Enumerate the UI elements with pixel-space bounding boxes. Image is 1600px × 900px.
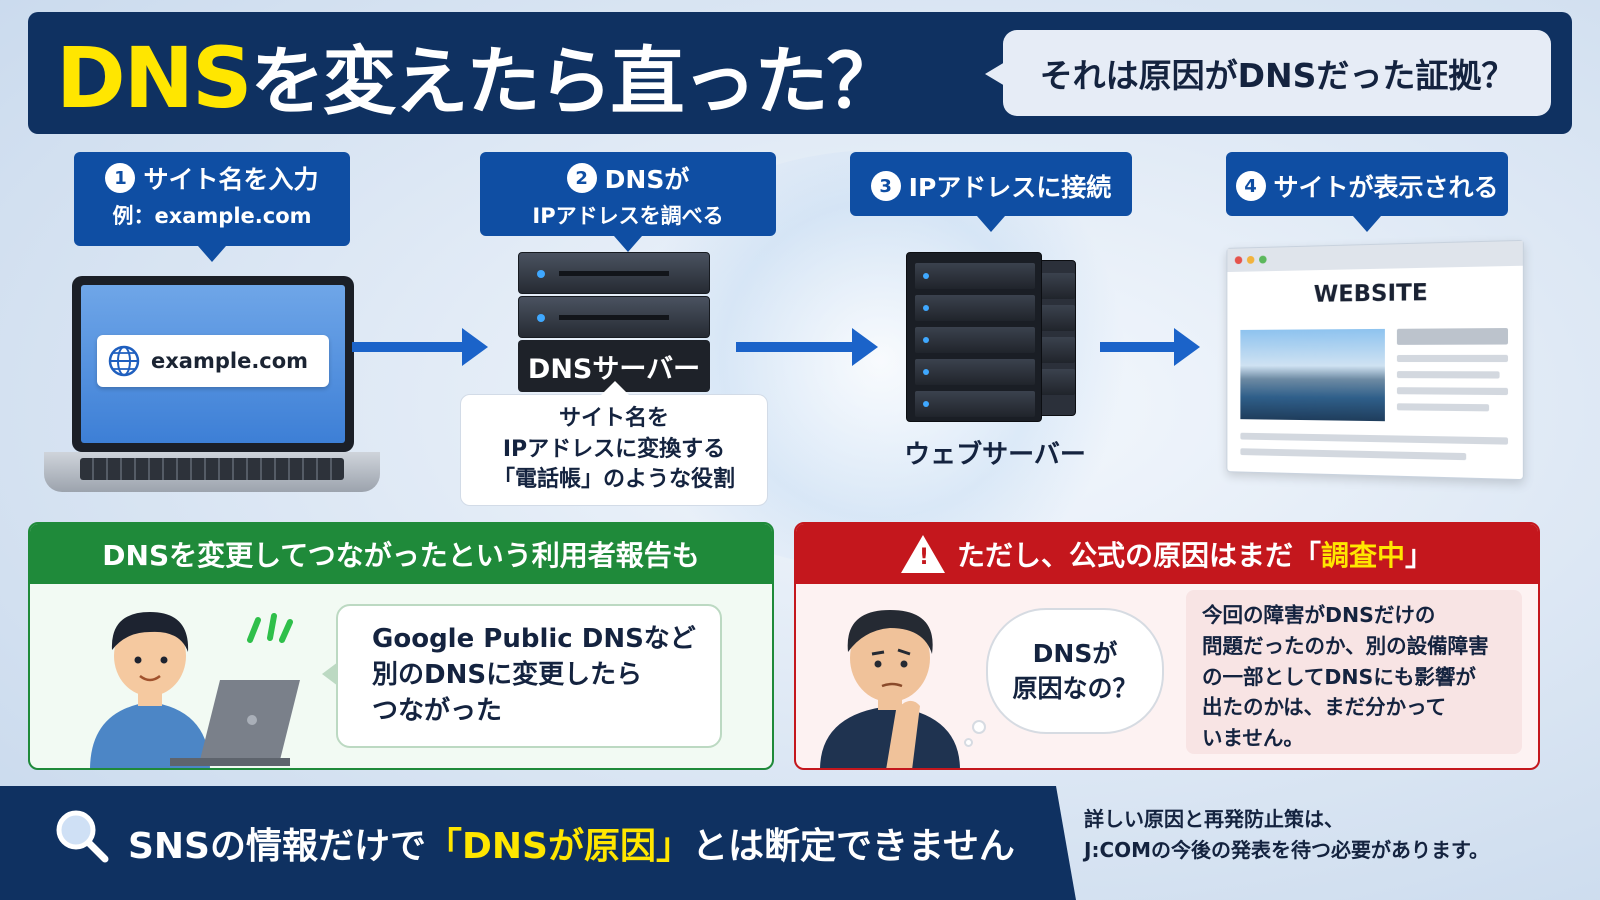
laptop-screen: example.com [72, 276, 354, 452]
user-report-line: つながった [372, 694, 720, 730]
web-server-illustration [906, 252, 1082, 422]
server-unit [518, 296, 710, 338]
investigation-note-line: 出たのかは、まだ分かって [1202, 692, 1506, 723]
step-4-label: 4 サイトが表示される [1226, 152, 1508, 216]
step-3-number: 3 [871, 171, 901, 201]
thought-line: 原因なの？ [1012, 671, 1137, 706]
footer-highlight: 「DNSが原因」 [426, 826, 692, 867]
website-text-line [1397, 403, 1489, 411]
user-report-panel: DNSを変更してつながったという利用者報告も Google Public DNS… [28, 522, 774, 770]
page-title: DNS を変えたら直った？ [56, 22, 899, 122]
laptop-illustration: example.com [44, 276, 380, 496]
browser-bar [1227, 241, 1522, 272]
step-3-label: 3 IPアドレスに接続 [850, 152, 1132, 216]
website-title: WEBSITE [1227, 278, 1522, 309]
step-1-title: サイト名を入力 [143, 160, 318, 196]
investigation-note-line: 問題だったのか、別の設備障害 [1202, 631, 1506, 662]
web-server-label: ウェブサーバー [880, 434, 1110, 471]
globe-icon [107, 344, 141, 378]
heading-suffix: 」 [1405, 539, 1433, 572]
website-text-line [1397, 328, 1508, 345]
laptop-keyboard [80, 458, 344, 480]
warning-icon: ! [901, 535, 945, 573]
website-text-line [1240, 448, 1466, 460]
website-text-line [1240, 433, 1508, 445]
subtitle-bubble: それは原因がDNSだった証拠？ [1003, 30, 1551, 116]
user-report-bubble: Google Public DNSなど 別のDNSに変更したら つながった [336, 604, 722, 748]
dns-note-line: IPアドレスに変換する [493, 435, 735, 466]
laptop-base [44, 452, 380, 492]
footer-suffix: とは断定できません [692, 826, 1015, 867]
website-text-line [1397, 387, 1508, 395]
thought-line: DNSが [1033, 636, 1118, 671]
step-4-title: サイトが表示される [1274, 168, 1499, 204]
step-2-title: DNSが [605, 160, 690, 196]
server-unit [518, 252, 710, 294]
footer-note: 詳しい原因と再発防止策は、 J:COMの今後の発表を待つ必要があります。 [1084, 800, 1584, 890]
arrow-right-icon [736, 342, 854, 352]
footer-note-line: 詳しい原因と再発防止策は、 [1084, 804, 1584, 835]
footer-message: SNSの情報だけで「DNSが原因」とは断定できません [128, 817, 1015, 869]
confused-person-illustration [816, 590, 986, 770]
step-1-number: 1 [105, 163, 135, 193]
heading-prefix: ただし、公式の原因はまだ「 [957, 539, 1321, 572]
arrow-right-icon [352, 342, 464, 352]
title-rest: を変えたら直った？ [251, 22, 899, 129]
investigation-note-line: 今回の障害がDNSだけの [1202, 600, 1506, 631]
dns-note-line: 「電話帳」のような役割 [493, 465, 735, 496]
user-with-laptop-illustration [70, 590, 320, 770]
step-1-sub: 例：example.com [84, 200, 340, 230]
dns-server-illustration: DNSサーバー [518, 252, 710, 402]
step-4-number: 4 [1236, 171, 1266, 201]
step-3-title: IPアドレスに接続 [909, 168, 1112, 204]
website-illustration: WEBSITE [1226, 240, 1523, 480]
header-banner: DNS を変えたら直った？ それは原因がDNSだった証拠？ [28, 12, 1572, 134]
website-text-line [1397, 371, 1500, 378]
dns-note-line: サイト名を [493, 404, 735, 435]
dns-server-note: サイト名を IPアドレスに変換する 「電話帳」のような役割 [460, 394, 768, 506]
investigation-note: 今回の障害がDNSだけの 問題だったのか、別の設備障害 の一部としてDNSにも影… [1186, 590, 1522, 754]
user-report-heading: DNSを変更してつながったという利用者報告も [30, 524, 772, 584]
website-text-line [1397, 355, 1508, 362]
footer-prefix: SNSの情報だけで [128, 826, 426, 867]
investigation-note-line: の一部としてDNSにも影響が [1202, 662, 1506, 693]
url-bar: example.com [97, 335, 329, 387]
title-highlight: DNS [56, 29, 251, 127]
search-icon [52, 806, 110, 864]
investigation-panel: ! ただし、公式の原因はまだ「調査中」 DNSが 原因なの？ 今回の障害がDNS… [794, 522, 1540, 770]
heading-highlight: 調査中 [1321, 539, 1405, 572]
footer-banner: SNSの情報だけで「DNSが原因」とは断定できません [0, 786, 1076, 900]
laptop-display: example.com [81, 285, 345, 443]
footer-note-line: J:COMの今後の発表を待つ必要があります。 [1084, 835, 1584, 866]
user-report-line: 別のDNSに変更したら [372, 658, 720, 694]
server-rack [906, 252, 1042, 422]
investigation-note-line: いません。 [1202, 723, 1506, 754]
arrow-right-icon [1100, 342, 1176, 352]
step-2-label: 2 DNSが IPアドレスを調べる [480, 152, 776, 236]
step-2-sub: IPアドレスを調べる [490, 200, 766, 230]
step-1-label: 1 サイト名を入力 例：example.com [74, 152, 350, 246]
url-text: example.com [151, 349, 308, 373]
website-hero-image [1240, 329, 1385, 421]
step-2-number: 2 [567, 163, 597, 193]
investigation-heading: ! ただし、公式の原因はまだ「調査中」 [796, 524, 1538, 584]
thought-bubble: DNSが 原因なの？ [986, 608, 1164, 734]
user-report-line: Google Public DNSなど [372, 622, 720, 658]
